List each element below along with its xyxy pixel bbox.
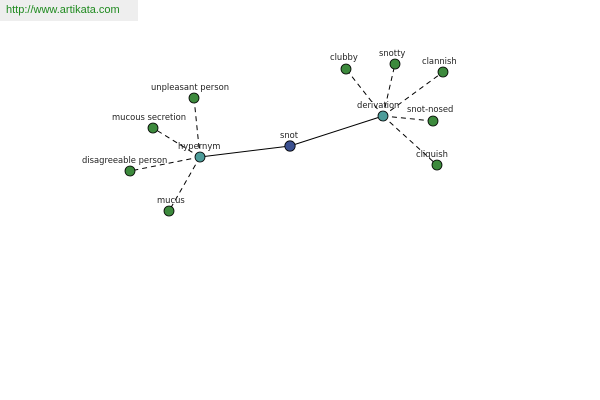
node-hypernym[interactable]: hypernym (178, 141, 220, 163)
node-derivation[interactable]: derivation (357, 100, 399, 122)
node-label-cliquish: cliquish (416, 149, 448, 159)
node-marker-mucous-secretion[interactable] (147, 122, 159, 134)
site-url-link[interactable]: http://www.artikata.com (0, 0, 138, 21)
node-label-snot: snot (280, 130, 299, 140)
node-label-disagreeable-person: disagreeable person (82, 155, 167, 165)
node-label-snotty: snotty (379, 48, 405, 58)
node-marker-snot[interactable] (284, 140, 296, 152)
edge-derivation-to-clubby (345, 68, 384, 117)
edge-hypernym-to-disagreeable-person (129, 156, 201, 172)
node-marker-unpleasant-person[interactable] (188, 92, 200, 104)
node-cliquish[interactable]: cliquish (416, 149, 448, 171)
node-label-snot-nosed: snot-nosed (407, 104, 453, 114)
node-clannish[interactable]: clannish (422, 56, 457, 78)
node-marker-snot-nosed[interactable] (427, 115, 439, 127)
node-marker-snotty[interactable] (389, 58, 401, 70)
node-marker-mucus[interactable] (163, 205, 175, 217)
edges-layer (129, 63, 444, 212)
node-label-clubby: clubby (330, 52, 358, 62)
node-marker-disagreeable-person[interactable] (124, 165, 136, 177)
node-label-hypernym: hypernym (178, 141, 220, 151)
node-marker-clannish[interactable] (437, 66, 449, 78)
node-label-clannish: clannish (422, 56, 457, 66)
node-marker-hypernym[interactable] (194, 151, 206, 163)
node-snotty[interactable]: snotty (379, 48, 405, 70)
node-marker-clubby[interactable] (340, 63, 352, 75)
edge-hypernym-to-mucus (168, 156, 201, 212)
node-marker-cliquish[interactable] (431, 159, 443, 171)
edge-hypernym-to-unpleasant-person (193, 97, 201, 158)
nodes-layer: snot hypernym derivation unpleasant person m… (82, 48, 457, 217)
edge-hypernym-to-mucous-secretion (152, 127, 201, 158)
edge-derivation-to-snot-nosed (382, 115, 434, 122)
edge-derivation-to-cliquish (382, 115, 438, 166)
edge-snot-to-hypernym (199, 145, 291, 158)
node-snot[interactable]: snot (280, 130, 299, 152)
node-snot-nosed[interactable]: snot-nosed (407, 104, 453, 127)
node-label-mucous-secretion: mucous secretion (112, 112, 186, 122)
node-mucus[interactable]: mucus (157, 195, 185, 217)
node-disagreeable-person[interactable]: disagreeable person (82, 155, 167, 177)
node-label-mucus: mucus (157, 195, 185, 205)
edge-snot-to-derivation (289, 115, 384, 147)
node-unpleasant-person[interactable]: unpleasant person (151, 82, 229, 104)
node-label-unpleasant-person: unpleasant person (151, 82, 229, 92)
node-marker-derivation[interactable] (377, 110, 389, 122)
node-mucous-secretion[interactable]: mucous secretion (112, 112, 186, 134)
edge-derivation-to-clannish (382, 71, 444, 117)
node-label-derivation: derivation (357, 100, 399, 110)
node-clubby[interactable]: clubby (330, 52, 358, 75)
